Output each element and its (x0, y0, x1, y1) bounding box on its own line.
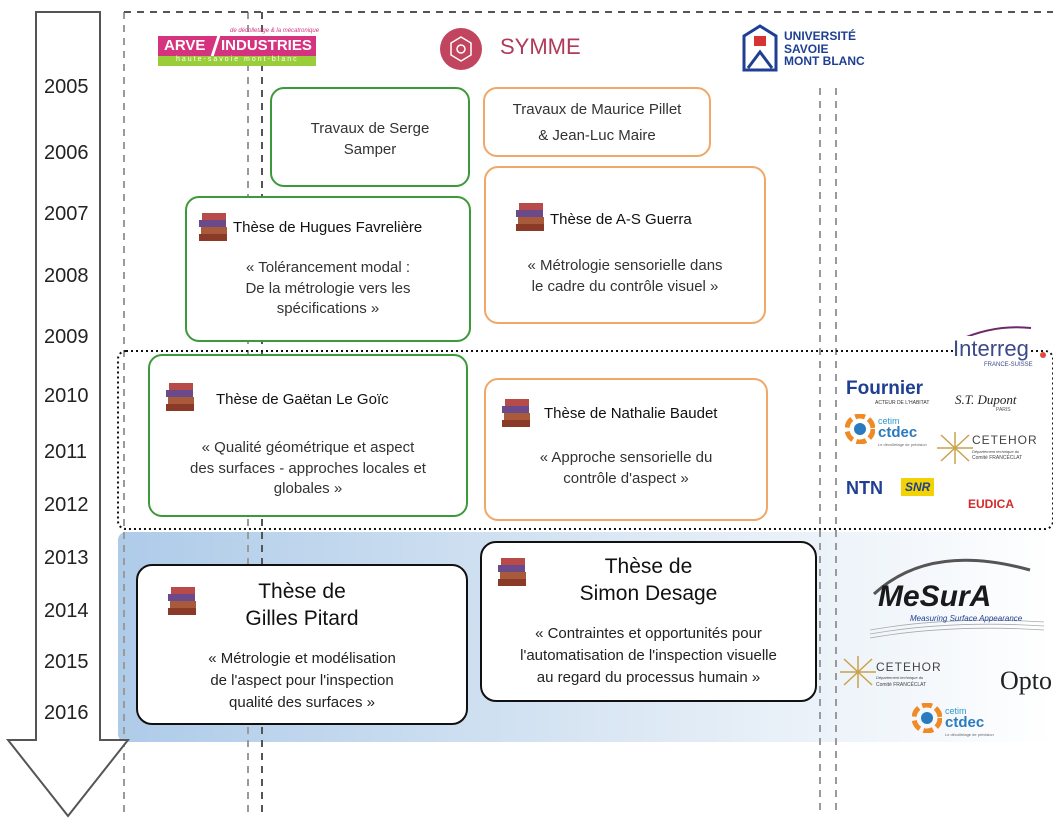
baudet-line-2: contrôle d'aspect » (563, 469, 689, 487)
books-icon (199, 213, 227, 241)
desage-line-2: l'automatisation de l'inspection visuell… (520, 646, 777, 664)
ntn-logo-text: NTN (846, 478, 883, 498)
box-pillet: Travaux de Maurice Pillet & Jean-Luc Mai… (483, 87, 711, 157)
favreliere-title: Thèse de Hugues Favrelière (233, 219, 423, 236)
box-baudet: Thèse de Nathalie Baudet « Approche sens… (484, 378, 768, 521)
legoic-line-1: « Qualité géométrique et aspect (201, 439, 415, 456)
mesura-logo-sub: Measuring Surface Appearance (910, 614, 1023, 623)
books-icon (498, 558, 526, 586)
usmb-line-1: UNIVERSITÉ (784, 29, 857, 43)
cetehor-sub-2: Comité FRANCÉCLAT (972, 455, 1023, 461)
usmb-line-2: SAVOIE (784, 41, 829, 56)
eudica-logo-text: EUDICA (968, 497, 1015, 511)
pitard-title-1: Thèse de (258, 580, 346, 603)
usmb-logo-text: UNIVERSITÉ SAVOIE MONT BLANC (784, 30, 865, 68)
books-icon (502, 399, 530, 427)
books-icon (166, 383, 194, 411)
arve-small-text: de décolletage & la mécatronique (230, 28, 320, 34)
books-icon (516, 203, 544, 231)
interreg-logo-text: Interreg (953, 336, 1029, 362)
cetehor-logo-text-2: CETEHOR (876, 660, 942, 674)
favreliere-line-3: spécifications » (276, 300, 380, 318)
year-2012: 2012 (44, 494, 89, 516)
timeline-arrow (5, 11, 131, 818)
year-2016: 2016 (44, 702, 89, 724)
cetim-logo-icon (845, 414, 875, 444)
favreliere-line-2: De la métrologie vers les (245, 279, 411, 297)
year-2008: 2008 (44, 265, 89, 287)
pitard-line-1: « Métrologie et modélisation (208, 650, 396, 667)
cetehor-sub-2-2: Comité FRANCÉCLAT (876, 682, 927, 688)
baudet-line-1: « Approche sensorielle du (539, 449, 713, 466)
legoic-line-2: des surfaces - approches locales et (190, 459, 426, 477)
pillet-line-2: & Jean-Luc Maire (538, 126, 656, 144)
year-2010: 2010 (44, 385, 89, 407)
year-2014: 2014 (44, 600, 89, 622)
box-samper: Travaux de Serge Samper (270, 87, 470, 187)
symme-logo-text: SYMME (500, 34, 581, 59)
snr-logo-text: SNR (901, 478, 935, 496)
arve-sub-text: haute-savoie mont-blanc (176, 56, 299, 63)
desage-line-3: au regard du processus humain » (536, 668, 761, 686)
box-desage: Thèse de Simon Desage « Contraintes et o… (480, 541, 817, 702)
mesura-logo-graphic (869, 558, 1045, 639)
cetehor-sub-1: Département technique du (972, 449, 1020, 454)
cetehor-logo-text: CETEHOR (972, 433, 1038, 447)
cetehor-star-icon (937, 432, 973, 464)
cetim-small-text-2: cetim (945, 706, 967, 716)
desage-title-2: Simon Desage (579, 582, 718, 606)
usmb-line-3: MONT BLANC (784, 54, 865, 69)
guerra-line-1: « Métrologie sensorielle dans (527, 257, 723, 274)
interreg-region (117, 350, 1053, 530)
arve-main-text: ARVE (164, 37, 206, 54)
samper-line-2: Samper (343, 140, 397, 158)
desage-title-1: Thèse de (604, 555, 693, 578)
dupont-logo-text: S.T. Dupont (955, 392, 1017, 407)
arve-main2-text: INDUSTRIES (221, 37, 312, 54)
fournier-logo-sub: ACTEUR DE L'HABITAT (875, 400, 930, 406)
year-2013: 2013 (44, 547, 89, 569)
box-favreliere: Thèse de Hugues Favrelière « Toléranceme… (185, 196, 471, 342)
fournier-logo-text: Fournier (846, 378, 924, 399)
favreliere-line-1: « Tolérancement modal : (246, 259, 410, 276)
pitard-title-2: Gilles Pitard (245, 607, 359, 631)
legoic-line-3: globales » (273, 480, 343, 498)
year-2015: 2015 (44, 651, 89, 673)
guerra-line-2: le cadre du contrôle visuel » (531, 277, 719, 295)
cetim-main-text: ctdec (878, 424, 918, 441)
samper-line-1: Travaux de Serge (310, 120, 430, 137)
cetehor-sub-1-2: Département technique du (876, 675, 924, 680)
year-2011: 2011 (44, 441, 88, 463)
interreg-dot (1040, 352, 1046, 358)
box-guerra: Thèse de A-S Guerra « Métrologie sensori… (484, 166, 766, 324)
cetim-sub-text: Le décolletage de précision (878, 442, 927, 447)
legoic-title: Thèse de Gaëtan Le Goïc (216, 391, 389, 408)
dupont-logo-sub: PARIS (996, 407, 1011, 413)
pitard-line-2: de l'aspect pour l'inspection (210, 671, 394, 689)
cetim-sub-text-2: Le décolletage de précision (945, 732, 994, 737)
usmb-shield-icon (742, 24, 778, 72)
symme-logo-icon (440, 28, 482, 70)
arve-bar (158, 36, 316, 56)
interreg-logo-sub: FRANCE-SUISSE (984, 362, 1033, 368)
box-pitard: Thèse de Gilles Pitard « Métrologie et m… (136, 564, 468, 725)
opto-logo-text: Opto (1000, 666, 1052, 695)
cetim-logo-icon (912, 703, 942, 733)
pillet-line-1: Travaux de Maurice Pillet (512, 101, 682, 118)
year-2007: 2007 (44, 203, 89, 225)
desage-line-1: « Contraintes et opportunités pour (535, 625, 762, 642)
books-icon (168, 587, 196, 615)
arve-industries-logo: de décolletage & la mécatronique ARVE IN… (158, 28, 320, 68)
cetim-main-text-2: ctdec (945, 714, 985, 731)
year-2005: 2005 (44, 76, 89, 98)
box-legoic: Thèse de Gaëtan Le Goïc « Qualité géomét… (148, 354, 468, 517)
year-2009: 2009 (44, 326, 89, 348)
baudet-title: Thèse de Nathalie Baudet (544, 405, 718, 422)
mesura-logo-text: MeSurA (878, 580, 992, 613)
cetehor-star-icon (840, 656, 876, 688)
year-2006: 2006 (44, 142, 89, 164)
guerra-title: Thèse de A-S Guerra (550, 211, 692, 228)
pitard-line-3: qualité des surfaces » (229, 693, 375, 711)
cetim-small-text: cetim (878, 416, 900, 426)
